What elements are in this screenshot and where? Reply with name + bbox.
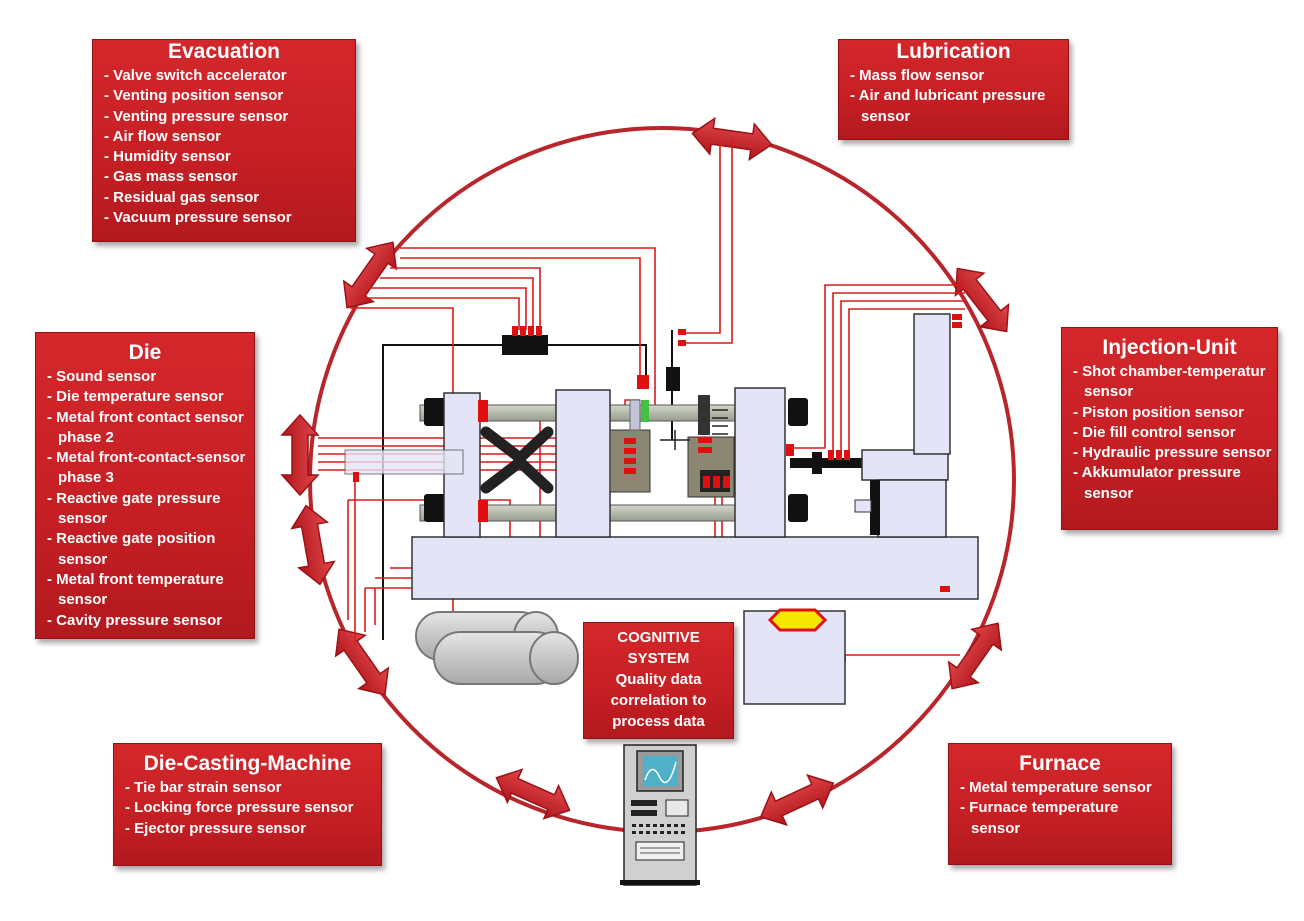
list-item: Piston position sensor (1062, 403, 1277, 423)
list-item: Venting pressure sensor (93, 107, 355, 127)
list-item: Metal front-contact-sensor phase 3 (36, 448, 254, 489)
list-item: Shot chamber-temperatur sensor (1062, 362, 1277, 403)
list-item: Venting position sensor (93, 86, 355, 106)
list-item: Sound sensor (36, 367, 254, 387)
list-item: Humidity sensor (93, 147, 355, 167)
list-item: Valve switch accelerator (93, 66, 355, 86)
list-item: Metal front contact sensor phase 2 (36, 408, 254, 449)
list-item: Metal front temperature sensor (36, 570, 254, 611)
list-item: Residual gas sensor (93, 188, 355, 208)
list-item: Locking force pressure sensor (114, 798, 381, 818)
injection-unit-sensor-list: Shot chamber-temperatur sensor Piston po… (1062, 362, 1277, 504)
control-cable (382, 330, 680, 640)
die-casting-machine-title: Die-Casting-Machine (143, 752, 352, 775)
list-item: Air and lubricant pressure sensor (839, 86, 1068, 127)
computer-terminal (620, 744, 700, 886)
list-item: Akkumulator pressure sensor (1062, 463, 1277, 504)
furnace-sensor-list: Metal temperature sensor Furnace tempera… (949, 778, 1171, 839)
evacuation-sensor-list: Valve switch accelerator Venting positio… (93, 66, 355, 228)
cognitive-system-heading-2: SYSTEM (627, 650, 690, 667)
furnace-box: Furnace Metal temperature sensor Furnace… (948, 743, 1172, 865)
cognitive-system-text-1: Quality data (615, 671, 702, 688)
furnace-title: Furnace (1019, 752, 1101, 775)
list-item: Gas mass sensor (93, 167, 355, 187)
list-item: Hydraulic pressure sensor (1062, 443, 1277, 463)
list-item: Air flow sensor (93, 127, 355, 147)
accumulator-tower (913, 313, 951, 455)
lubrication-box: Lubrication Mass flow sensor Air and lub… (838, 39, 1069, 140)
fixed-platen (734, 387, 786, 538)
cognitive-system-text-2: correlation to (610, 692, 707, 709)
lubrication-title: Lubrication (896, 40, 1011, 63)
evacuation-title: Evacuation (167, 40, 281, 63)
list-item: Mass flow sensor (839, 66, 1068, 86)
list-item: Reactive gate position sensor (36, 529, 254, 570)
injection-unit-title: Injection-Unit (1102, 336, 1237, 359)
list-item: Tie bar strain sensor (114, 778, 381, 798)
list-item: Metal temperature sensor (949, 778, 1171, 798)
toggle-links (480, 426, 554, 494)
list-item: Ejector pressure sensor (114, 819, 381, 839)
die-sensor-list: Sound sensor Die temperature sensor Meta… (36, 367, 254, 631)
list-item: Cavity pressure sensor (36, 611, 254, 631)
injection-unit-box: Injection-Unit Shot chamber-temperatur s… (1061, 327, 1278, 530)
die-casting-machine-box: Die-Casting-Machine Tie bar strain senso… (113, 743, 382, 866)
list-item: Vacuum pressure sensor (93, 208, 355, 228)
list-item: Die fill control sensor (1062, 423, 1277, 443)
gas-cylinders (415, 611, 579, 685)
list-item: Furnace temperature sensor (949, 798, 1171, 839)
furnace (743, 608, 846, 705)
list-item: Die temperature sensor (36, 387, 254, 407)
die-casting-machine-sensor-list: Tie bar strain sensor Locking force pres… (114, 778, 381, 839)
machine-bed (411, 536, 979, 600)
list-item: Reactive gate pressure sensor (36, 489, 254, 530)
lubrication-sensor-list: Mass flow sensor Air and lubricant press… (839, 66, 1068, 127)
die-box: Die Sound sensor Die temperature sensor … (35, 332, 255, 639)
cognitive-system-text-3: process data (612, 713, 705, 730)
die-title: Die (128, 341, 162, 364)
moving-platen (555, 389, 611, 538)
evacuation-box: Evacuation Valve switch accelerator Vent… (92, 39, 356, 242)
cognitive-system-box: COGNITIVE SYSTEM Quality data correlatio… (583, 622, 734, 739)
cognitive-system-heading-1: COGNITIVE (617, 629, 700, 646)
